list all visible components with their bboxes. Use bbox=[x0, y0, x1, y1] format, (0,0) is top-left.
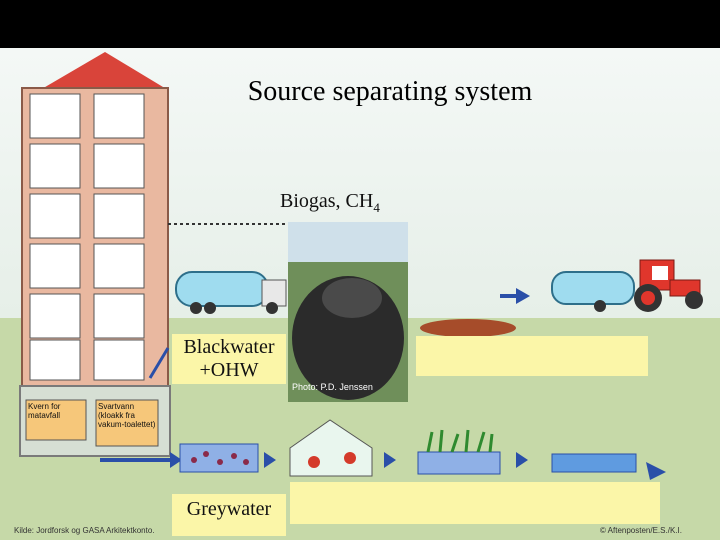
grinder-box bbox=[25, 399, 87, 441]
blackwater-tank-text: Svartvann (kloakk fra vakum-toalettet) bbox=[98, 402, 156, 429]
tanker-and-tractor bbox=[551, 259, 703, 312]
blackwater-pipe bbox=[148, 347, 170, 379]
building-roof bbox=[40, 52, 168, 90]
blackwater-truck bbox=[175, 271, 287, 314]
arrow-to-greenhouse-icon bbox=[264, 452, 276, 468]
grinder-text: Kvern for matavfall bbox=[28, 402, 61, 420]
blank-label-box-bottom bbox=[290, 482, 660, 524]
building-floors bbox=[29, 93, 145, 381]
greywater-label: Greywater bbox=[186, 498, 272, 520]
greenhouse bbox=[289, 419, 373, 477]
greywater-label-box bbox=[172, 494, 286, 536]
greywater-tank bbox=[179, 443, 259, 473]
blackwater-label: Blackwater +OHW bbox=[172, 336, 286, 382]
blackwater-label-box bbox=[172, 334, 286, 384]
constructed-wetland bbox=[417, 429, 501, 475]
blank-label-box-right bbox=[416, 336, 648, 376]
arrow-to-wetland-icon bbox=[384, 452, 396, 468]
blackwater-label-line1: Blackwater bbox=[183, 336, 275, 358]
biogas-label-text: Biogas, CH bbox=[280, 190, 374, 212]
greywater-arrow-icon bbox=[170, 452, 182, 468]
illustration-layer bbox=[19, 52, 703, 480]
arrow-to-pond-icon bbox=[516, 452, 528, 468]
page-title: Source separating system bbox=[247, 76, 533, 107]
biogas-reactor-photo bbox=[288, 222, 408, 402]
outlet-arrow-icon bbox=[646, 462, 666, 480]
biogas-label: Biogas, CH4 bbox=[280, 190, 380, 216]
arrow-to-tanker-icon bbox=[516, 288, 530, 304]
biogas-label-subscript: 4 bbox=[373, 200, 380, 215]
source-credit: Kilde: Jordforsk og GASA Arkitektkonto. bbox=[14, 526, 155, 535]
digestate-heap bbox=[420, 319, 516, 337]
pond bbox=[551, 453, 637, 473]
blackwater-tank-box bbox=[95, 399, 159, 447]
blackwater-label-line2: +OHW bbox=[199, 359, 259, 381]
diagram-canvas: Source separating system Biogas, CH4 Bla… bbox=[0, 48, 720, 540]
photo-credit: Photo: P.D. Jenssen bbox=[292, 382, 373, 392]
copyright-credit: © Aftenposten/E.S./K.I. bbox=[600, 526, 682, 535]
